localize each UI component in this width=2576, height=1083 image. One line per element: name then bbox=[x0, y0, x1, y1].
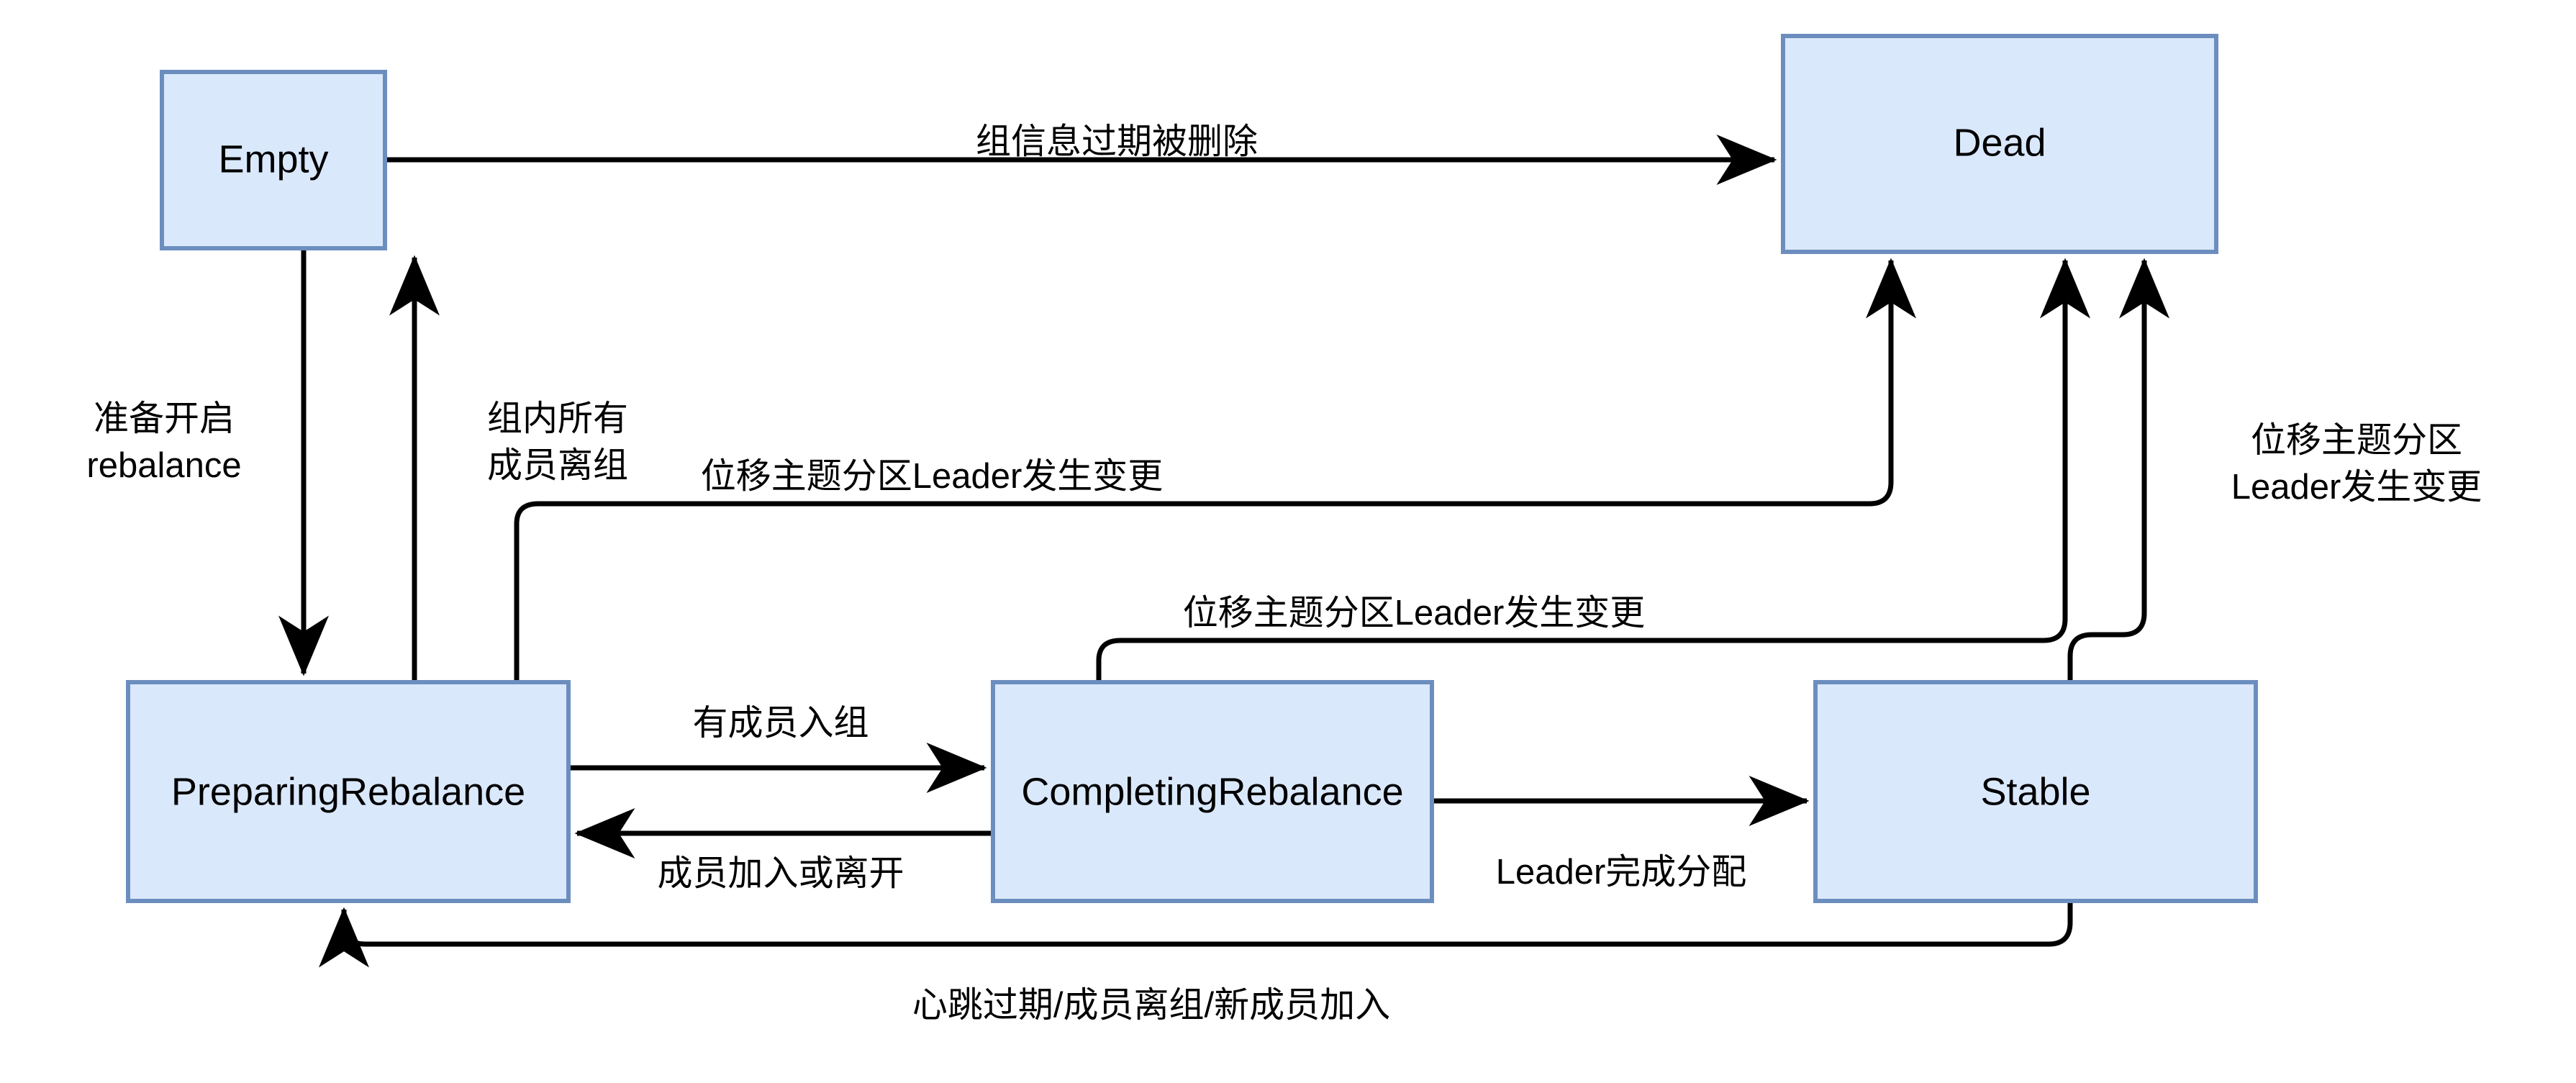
node-completing-rebalance-label: CompletingRebalance bbox=[1021, 770, 1403, 813]
node-empty-rect[interactable] bbox=[160, 70, 387, 250]
edge-label-preparing-rebalance-to-empty-line1: 组内所有 bbox=[487, 399, 628, 438]
node-preparing-rebalance-label: PreparingRebalance bbox=[171, 770, 525, 813]
edge-label-stable-to-dead-line1: 位移主题分区 bbox=[2251, 421, 2462, 460]
node-dead-rect[interactable] bbox=[1781, 34, 2218, 254]
edge-stable-to-preparing-rebalance bbox=[319, 901, 2073, 968]
edge-stable-to-dead bbox=[2067, 258, 2169, 682]
edge-label-preparing-rebalance-to-empty: 组内所有 成员离组 bbox=[487, 399, 628, 485]
node-stable-label: Stable bbox=[1980, 770, 2090, 813]
node-completing-rebalance-rect[interactable] bbox=[991, 680, 1434, 903]
node-preparing-rebalance-rect[interactable] bbox=[126, 680, 571, 903]
edge-label-empty-to-preparing-rebalance-line1: 准备开启 bbox=[94, 399, 235, 438]
edge-label-preparing-rebalance-to-dead: 位移主题分区Leader发生变更 bbox=[701, 457, 1164, 496]
edge-label-stable-to-preparing-rebalance: 心跳过期/成员离组/新成员加入 bbox=[912, 986, 1390, 1025]
edge-label-empty-to-preparing-rebalance-line2: rebalance bbox=[86, 446, 241, 485]
node-stable[interactable]: Stable bbox=[1813, 680, 2258, 903]
edge-completing-rebalance-to-dead bbox=[1096, 258, 2090, 682]
edge-label-preparing-rebalance-to-completing-rebalance: 有成员入组 bbox=[692, 704, 869, 743]
edge-preparing-rebalance-to-dead bbox=[514, 258, 1916, 682]
edge-label-empty-to-dead: 组信息过期被删除 bbox=[976, 122, 1258, 161]
edge-label-stable-to-dead-line2: Leader发生变更 bbox=[2231, 468, 2482, 507]
node-preparing-rebalance[interactable]: PreparingRebalance bbox=[126, 680, 571, 903]
edge-label-completing-rebalance-to-stable: Leader完成分配 bbox=[1496, 853, 1747, 892]
node-empty-label: Empty bbox=[218, 137, 328, 181]
node-completing-rebalance[interactable]: CompletingRebalance bbox=[991, 680, 1434, 903]
node-empty[interactable]: Empty bbox=[160, 70, 387, 250]
edge-label-stable-to-dead: 位移主题分区 Leader发生变更 bbox=[2231, 421, 2482, 507]
node-dead[interactable]: Dead bbox=[1781, 34, 2218, 254]
node-stable-rect[interactable] bbox=[1813, 680, 2258, 903]
node-dead-label: Dead bbox=[1953, 121, 2046, 164]
edge-label-completing-rebalance-to-preparing-rebalance: 成员加入或离开 bbox=[657, 854, 904, 893]
edge-label-empty-to-preparing-rebalance: 准备开启 rebalance bbox=[86, 399, 241, 485]
edge-label-completing-rebalance-to-dead: 位移主题分区Leader发生变更 bbox=[1183, 594, 1646, 633]
edge-label-preparing-rebalance-to-empty-line2: 成员离组 bbox=[487, 446, 628, 485]
